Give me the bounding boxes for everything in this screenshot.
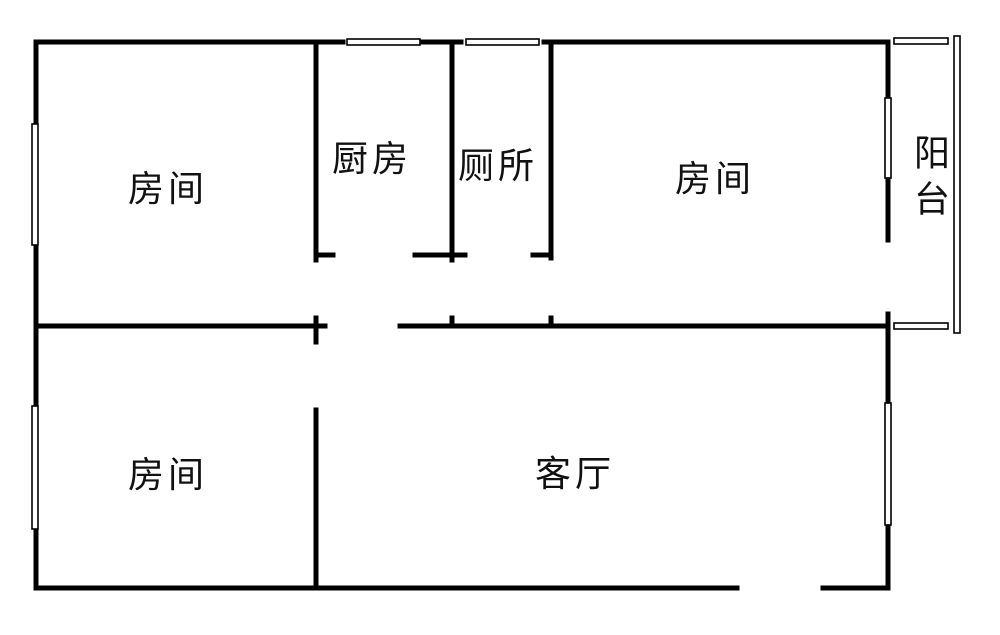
room-label-kitchen: 厨房 [332,139,413,180]
room-label-balcony: 阳台 [908,134,949,226]
room-label-bedroom-top-left: 房间 [128,169,209,210]
walls [33,39,891,591]
room-label-toilet: 厕所 [458,146,539,187]
room-label-bedroom-top-right: 房间 [675,159,756,200]
windows [31,35,961,530]
room-label-bedroom-bottom-left: 房间 [128,455,209,496]
room-label-living-room: 客厅 [535,454,616,495]
